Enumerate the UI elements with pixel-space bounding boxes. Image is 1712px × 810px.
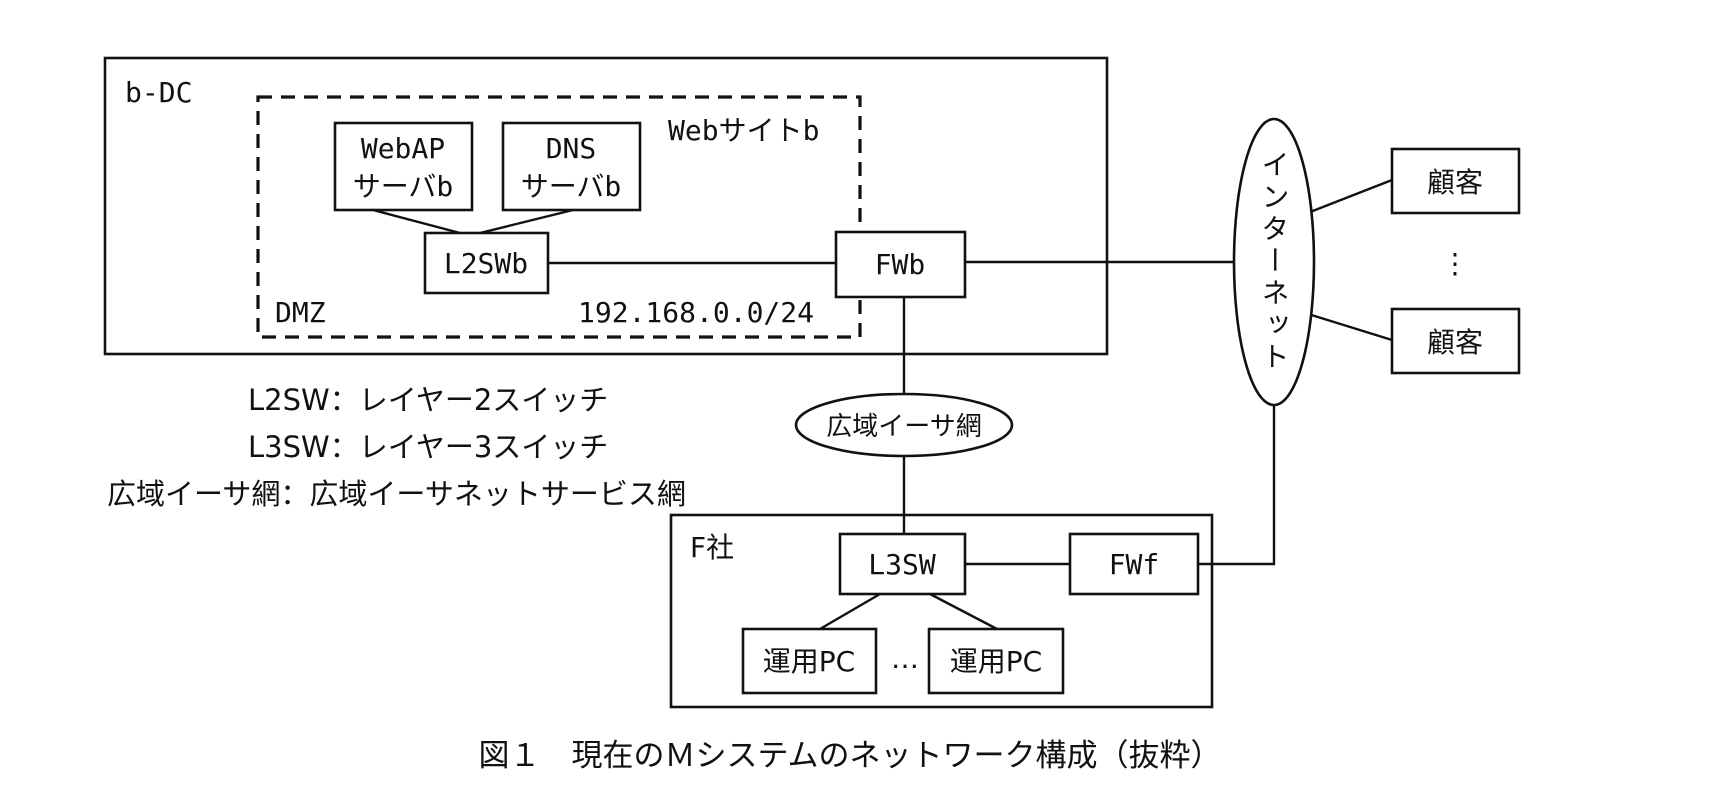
- webap-server-line2: サーバb: [353, 170, 454, 203]
- fsha-frame: [669, 513, 1214, 709]
- legend-l2sw: L2SW：レイヤー2スイッチ: [248, 383, 608, 417]
- fwb-node: FWb: [834, 230, 967, 299]
- l2swb-label: L2SWb: [444, 247, 528, 280]
- webap-server: WebAP サーバb: [333, 121, 474, 212]
- webap-server-line1: WebAP: [361, 132, 445, 165]
- internet-label: インターネット: [1258, 150, 1291, 374]
- link-webap-l2swb: [372, 208, 461, 235]
- bdc-label: b-DC: [125, 76, 192, 109]
- connections: [372, 178, 1393, 631]
- subnet-label: 192.168.0.0/24: [578, 296, 814, 329]
- bdc-frame: [103, 56, 1109, 356]
- dns-server: DNS サーバb: [501, 121, 642, 212]
- customer-top: 顧客: [1390, 147, 1521, 215]
- link-fwf-internet: [1198, 405, 1276, 566]
- l3sw-node: L3SW: [838, 532, 967, 596]
- fwb-label: FWb: [875, 248, 926, 281]
- pc-left: 運用PC: [741, 627, 878, 695]
- website-label: Webサイトb: [668, 114, 819, 147]
- l2swb-node: L2SWb: [423, 231, 550, 295]
- internet-cloud: インターネット: [1232, 117, 1316, 407]
- customer-bottom: 顧客: [1390, 307, 1521, 375]
- fsha-label: F社: [690, 531, 734, 564]
- wan-cloud: 広域イーサ網: [794, 392, 1014, 458]
- pc-right-label: 運用PC: [950, 645, 1042, 678]
- legend-l3sw: L3SW：レイヤー3スイッチ: [248, 430, 608, 464]
- link-l3sw-pc-left: [819, 592, 881, 631]
- legend-wan: 広域イーサ網：広域イーサネットサービス網: [107, 477, 686, 511]
- l3sw-label: L3SW: [868, 548, 936, 581]
- customer-ellipsis: ⋮: [1441, 247, 1469, 280]
- link-internet-customer-bottom: [1304, 311, 1393, 342]
- pc-right: 運用PC: [927, 627, 1065, 695]
- customer-bottom-label: 顧客: [1427, 326, 1483, 359]
- link-dns-l2swb: [479, 208, 574, 235]
- legend: L2SW：レイヤー2スイッチ L3SW：レイヤー3スイッチ 広域イーサ網：広域イ…: [107, 383, 686, 511]
- pc-ellipsis: …: [891, 642, 919, 675]
- dmz-label: DMZ: [275, 296, 326, 329]
- link-l3sw-pc-right: [929, 592, 998, 631]
- dns-server-line1: DNS: [546, 132, 597, 165]
- figure-caption: 図１ 現在のＭシステムのネットワーク構成（抜粋）: [478, 738, 1221, 774]
- pc-left-label: 運用PC: [763, 645, 855, 678]
- link-internet-customer-top: [1304, 178, 1393, 216]
- dns-server-line2: サーバb: [521, 170, 622, 203]
- wan-label: 広域イーサ網: [826, 412, 981, 442]
- fwf-label: FWf: [1109, 548, 1160, 581]
- fwf-node: FWf: [1068, 532, 1200, 596]
- customer-top-label: 顧客: [1427, 166, 1483, 199]
- website-dmz-frame: [256, 95, 862, 339]
